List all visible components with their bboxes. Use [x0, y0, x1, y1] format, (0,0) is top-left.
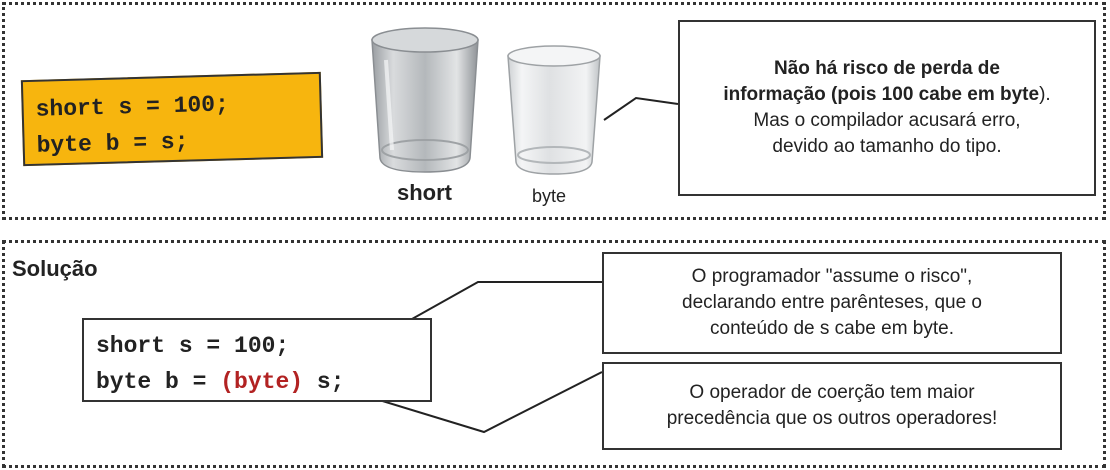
- precedence-callout: O operador de coerção tem maior precedên…: [602, 362, 1062, 450]
- cast-operator: (byte): [220, 369, 304, 395]
- short-glass-icon: [371, 27, 479, 173]
- callout-line-4: devido ao tamanho do tipo.: [772, 136, 1002, 157]
- precedence-callout-connector: [339, 371, 603, 434]
- solution-code-line-2: byte b = (byte) s;: [96, 369, 345, 395]
- precedence-callout-line: O operador de coerção tem maior: [689, 382, 975, 403]
- cast-callout-line: declarando entre parênteses, que o: [682, 292, 982, 313]
- glass-label-short: short: [397, 180, 452, 205]
- problem-panel: [2, 2, 1106, 220]
- callout-connector: [603, 96, 679, 121]
- solution-panel: [2, 240, 1106, 468]
- precedence-callout-line: precedência que os outros operadores!: [666, 408, 998, 429]
- callout-line-3: Mas o compilador acusará erro,: [753, 110, 1021, 131]
- callout-line-1: Não há risco de perda de: [774, 58, 1000, 79]
- cast-callout-line: O programador "assume o risco",: [691, 266, 973, 287]
- solution-title: Solução: [12, 256, 98, 281]
- solution-code-line-1: short s = 100;: [96, 333, 290, 359]
- solution-code-box: short s = 100; byte b = (byte) s;: [82, 318, 432, 402]
- cast-callout-line: conteúdo de s cabe em byte.: [710, 318, 954, 339]
- callout-line-2: informação (pois 100 cabe em byte).: [723, 84, 1051, 105]
- cast-explanation-callout: O programador "assume o risco", declaran…: [602, 252, 1062, 354]
- glass-label-byte: byte: [532, 186, 567, 206]
- byte-glass-icon: [507, 45, 601, 175]
- problem-callout: Não há risco de perda de informação (poi…: [678, 20, 1096, 196]
